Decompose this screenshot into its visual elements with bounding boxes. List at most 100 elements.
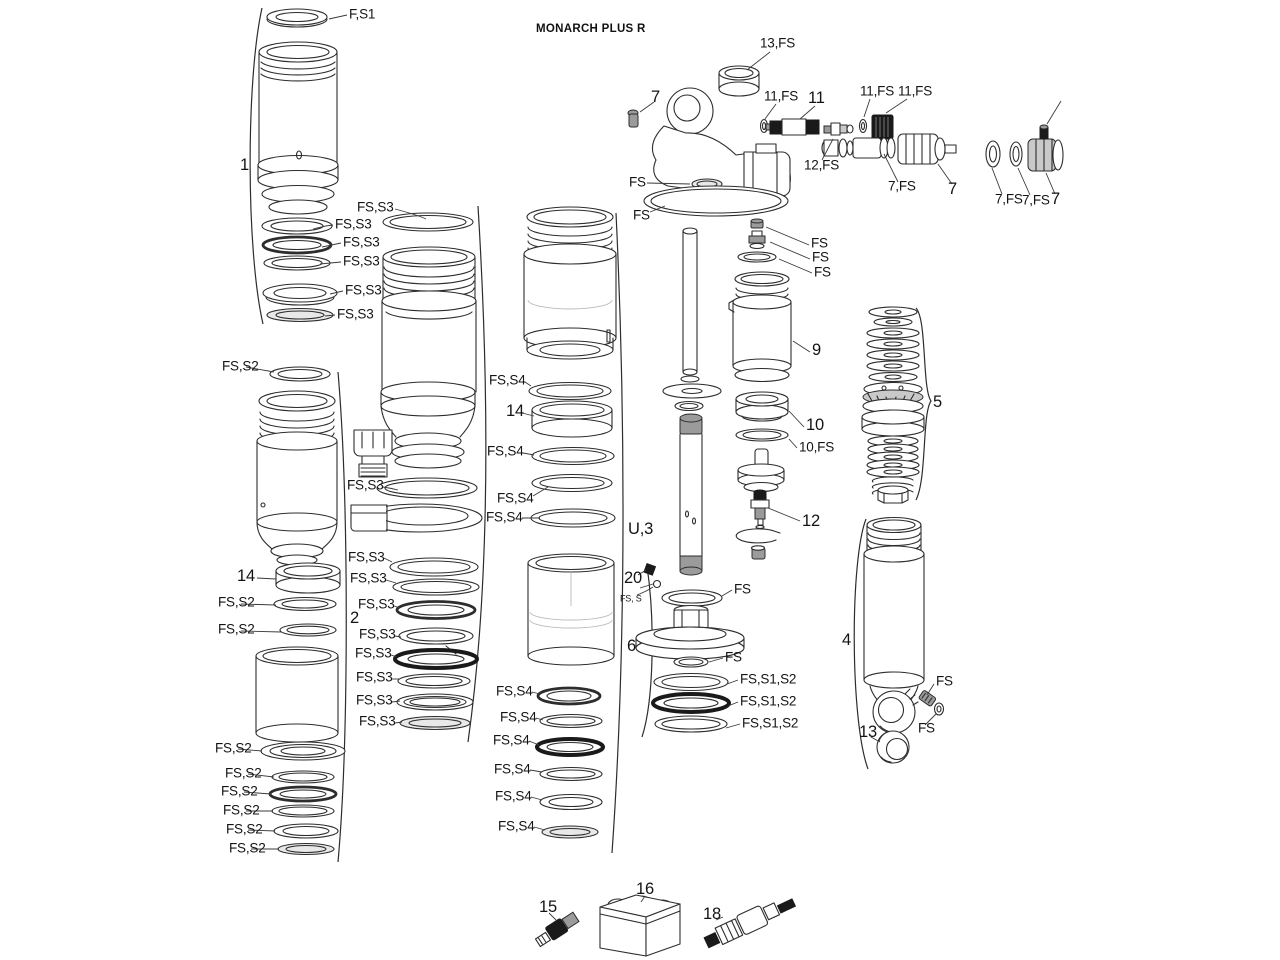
head-fs-seals <box>643 178 789 217</box>
label-fs-s2-10: FS,S2 <box>218 594 255 610</box>
label-fs-s4-36: FS,S4 <box>494 761 531 777</box>
compression-assembly-7 <box>821 133 957 165</box>
eyelet-bushing-13 <box>876 730 910 764</box>
can-2-body <box>256 390 338 566</box>
label-fs-51: FS <box>633 207 650 223</box>
label-4-70: 4 <box>842 630 851 649</box>
damper-body-fs-screw <box>918 690 945 716</box>
bushing-13fs <box>718 65 760 97</box>
label-fs-s3-19: FS,S3 <box>347 477 384 493</box>
label-f-s1-0: F,S1 <box>349 6 376 22</box>
label-5-69: 5 <box>933 392 942 411</box>
label-20-40: 20 <box>624 568 642 587</box>
damper-shaft <box>679 413 703 576</box>
spacer-sleeve <box>255 646 339 743</box>
rebound-needle-rod <box>662 227 722 412</box>
inner-tube-upper <box>523 206 617 360</box>
group-brackets <box>249 7 932 863</box>
label-fs-s4-37: FS,S4 <box>495 788 532 804</box>
label-fs-s4-33: FS,S4 <box>496 683 533 699</box>
label-13-fs-49: 13,FS <box>760 35 796 51</box>
label-fs-s2-8: FS,S2 <box>222 358 259 374</box>
label-fs-s2-14: FS,S2 <box>225 765 262 781</box>
label-fs-50: FS <box>629 174 646 190</box>
label-9-65: 9 <box>812 340 821 359</box>
fs-s4-ring-3 <box>531 473 613 493</box>
label-6-42: 6 <box>627 636 636 655</box>
label-13-73: 13 <box>859 722 877 741</box>
label-11-fs-52: 11,FS <box>764 88 799 104</box>
label-fs-62: FS <box>811 235 828 251</box>
label-fs-s3-7: FS,S3 <box>337 306 374 322</box>
fs-s4-ring-2 <box>531 446 615 466</box>
label-fs-s4-28: FS,S4 <box>489 372 526 388</box>
eyelet-head-assembly <box>627 87 791 198</box>
compression-knob-7 <box>985 124 1064 172</box>
label-fs-s4-31: FS,S4 <box>497 490 534 506</box>
label-fs-s4-30: FS,S4 <box>487 443 524 459</box>
label-10-fs-67: 10,FS <box>799 439 835 455</box>
inner-tube-lower <box>527 553 615 666</box>
label-1-1: 1 <box>240 155 249 174</box>
fs-s3-large-oring <box>376 477 478 499</box>
label-fs-s3-21: FS,S3 <box>350 570 387 586</box>
label-fs-s4-34: FS,S4 <box>500 709 537 725</box>
label-7-48: 7 <box>651 87 660 106</box>
fs-s2-seal-b <box>279 623 337 637</box>
label-fs-s3-24: FS,S3 <box>355 645 392 661</box>
label-12-fs-54: 12,FS <box>804 157 840 173</box>
label-fs-43: FS <box>734 581 751 597</box>
outer-tube <box>380 246 477 469</box>
label-fs-s3-23: FS,S3 <box>359 626 396 642</box>
travel-spacer-14-left <box>275 562 341 594</box>
label-14-9: 14 <box>237 566 255 585</box>
rebound-adjuster-row <box>759 114 894 155</box>
fs-s2-top-seal <box>269 366 331 382</box>
label-7-fs-57: 7,FS <box>888 178 916 194</box>
label-fs-s3-4: FS,S3 <box>343 234 380 250</box>
label-fs-s3-5: FS,S3 <box>343 253 380 269</box>
label-fs-72: FS <box>918 720 935 736</box>
fs-s2-lower-stack <box>260 741 346 856</box>
label-fs-s2-13: FS,S2 <box>215 740 252 756</box>
air-can-seal-stack <box>261 217 338 323</box>
fs-s4-ring-1 <box>528 381 612 401</box>
label-fs-s3-3: FS,S3 <box>335 216 372 232</box>
label-10-66: 10 <box>806 415 824 434</box>
vise-blocks-16 <box>599 894 681 957</box>
reservoir-column <box>728 218 792 560</box>
label-fs-s3-22: FS,S3 <box>358 596 395 612</box>
label-7-fs-60: 7,FS <box>1022 192 1050 208</box>
label-fs-s3-20: FS,S3 <box>348 549 385 565</box>
label-fs-s2-17: FS,S2 <box>226 821 263 837</box>
label-fs-s2-11: FS,S2 <box>218 621 255 637</box>
label-2-12: 2 <box>350 608 359 627</box>
diagram-title: MONARCH PLUS R <box>536 23 646 35</box>
label-u-3-39: U,3 <box>628 519 654 538</box>
label-7-58: 7 <box>948 179 957 198</box>
label-16-75: 16 <box>636 879 654 898</box>
air-can-seal-fs1 <box>266 8 328 28</box>
label-fs-s2-18: FS,S2 <box>229 840 266 856</box>
air-valve <box>353 429 393 478</box>
fs-s3-seal-stack <box>389 557 480 731</box>
label-11-fs-55: 11,FS <box>860 83 895 99</box>
fs-s4-lower-stack <box>535 686 605 839</box>
label-fs-s4-32: FS,S4 <box>486 509 523 525</box>
label-fs-s4-35: FS,S4 <box>493 732 530 748</box>
mounting-clamp <box>350 502 483 533</box>
air-can-body <box>257 41 339 215</box>
label-fs-s4-38: FS,S4 <box>498 818 535 834</box>
label-fs-s3-6: FS,S3 <box>345 282 382 298</box>
fs-s4-ring-4 <box>530 508 616 528</box>
label-7-61: 7 <box>1051 189 1060 208</box>
travel-spacer-14-mid <box>531 400 613 438</box>
label-18-76: 18 <box>703 904 721 923</box>
label-fs-64: FS <box>814 264 831 280</box>
leader-lines <box>237 14 1062 921</box>
label-fs-s1-s2-45: FS,S1,S2 <box>740 671 797 687</box>
label-12-68: 12 <box>802 511 820 530</box>
label-fs-s1-s2-47: FS,S1,S2 <box>742 715 799 731</box>
